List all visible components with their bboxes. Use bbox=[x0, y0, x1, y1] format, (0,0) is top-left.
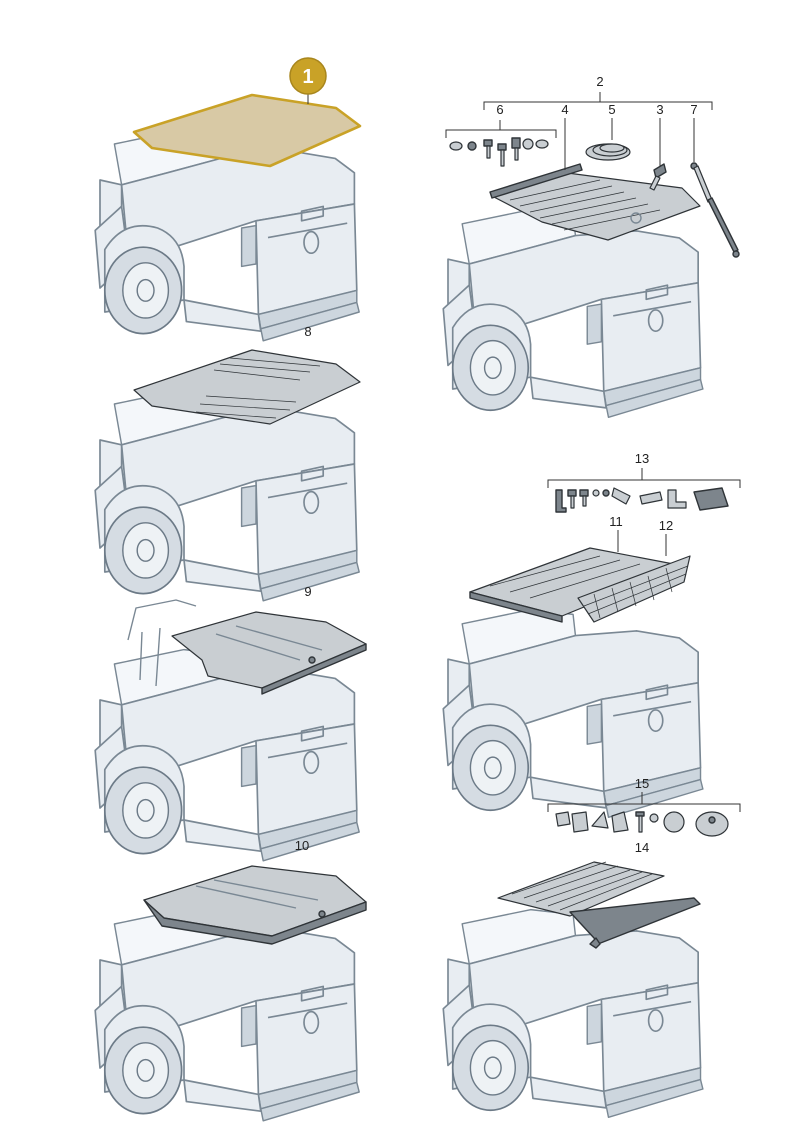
tonneau-cover-part-10[interactable] bbox=[143, 865, 367, 945]
seal-coil-part-5[interactable] bbox=[585, 143, 631, 161]
bracket-2 bbox=[483, 101, 713, 110]
bolt-part-3[interactable] bbox=[649, 163, 667, 191]
callout-label-13: 13 bbox=[635, 451, 649, 466]
callout-label-15: 15 bbox=[635, 776, 649, 791]
divider-net-part-12[interactable] bbox=[577, 555, 691, 623]
callout-label-7: 7 bbox=[690, 102, 697, 117]
truck-illustration-7 bbox=[442, 908, 704, 1119]
truck-illustration-6 bbox=[94, 908, 361, 1122]
rail-part-4[interactable] bbox=[489, 163, 583, 199]
bracket-13 bbox=[547, 479, 741, 488]
fastener-set-part-6[interactable] bbox=[449, 137, 549, 167]
callout-label-2: 2 bbox=[596, 74, 603, 89]
callout-label-14: 14 bbox=[635, 840, 649, 855]
roller-cover-part-14[interactable] bbox=[497, 861, 701, 949]
callout-label-5: 5 bbox=[608, 102, 615, 117]
callout-label-3: 3 bbox=[656, 102, 663, 117]
callout-label-6: 6 bbox=[496, 102, 503, 117]
callout-label-1: 1 bbox=[302, 66, 313, 88]
truck-illustration-3 bbox=[94, 388, 361, 602]
callout-badge-1[interactable] bbox=[289, 57, 327, 95]
truck-illustration-1 bbox=[94, 128, 361, 342]
bracket-6 bbox=[445, 129, 557, 138]
bed-mat-part-1[interactable] bbox=[132, 93, 362, 168]
callout-label-10: 10 bbox=[295, 838, 309, 853]
gas-strut-part-7[interactable] bbox=[690, 162, 740, 258]
hardware-kit-part-13[interactable] bbox=[555, 487, 729, 513]
truck-illustration-5 bbox=[442, 608, 704, 819]
truck-illustration-2 bbox=[442, 208, 704, 419]
hardware-kit-part-15[interactable] bbox=[555, 811, 729, 837]
rigid-cover-part-9[interactable] bbox=[171, 611, 367, 695]
callout-label-12: 12 bbox=[659, 518, 673, 533]
callout-label-8: 8 bbox=[304, 324, 311, 339]
callout-label-11: 11 bbox=[609, 514, 623, 529]
callout-label-9: 9 bbox=[304, 584, 311, 599]
bracket-15 bbox=[547, 803, 741, 812]
net-cover-part-8[interactable] bbox=[133, 349, 361, 425]
callout-label-4: 4 bbox=[561, 102, 568, 117]
truck-illustration-4 bbox=[94, 648, 361, 862]
